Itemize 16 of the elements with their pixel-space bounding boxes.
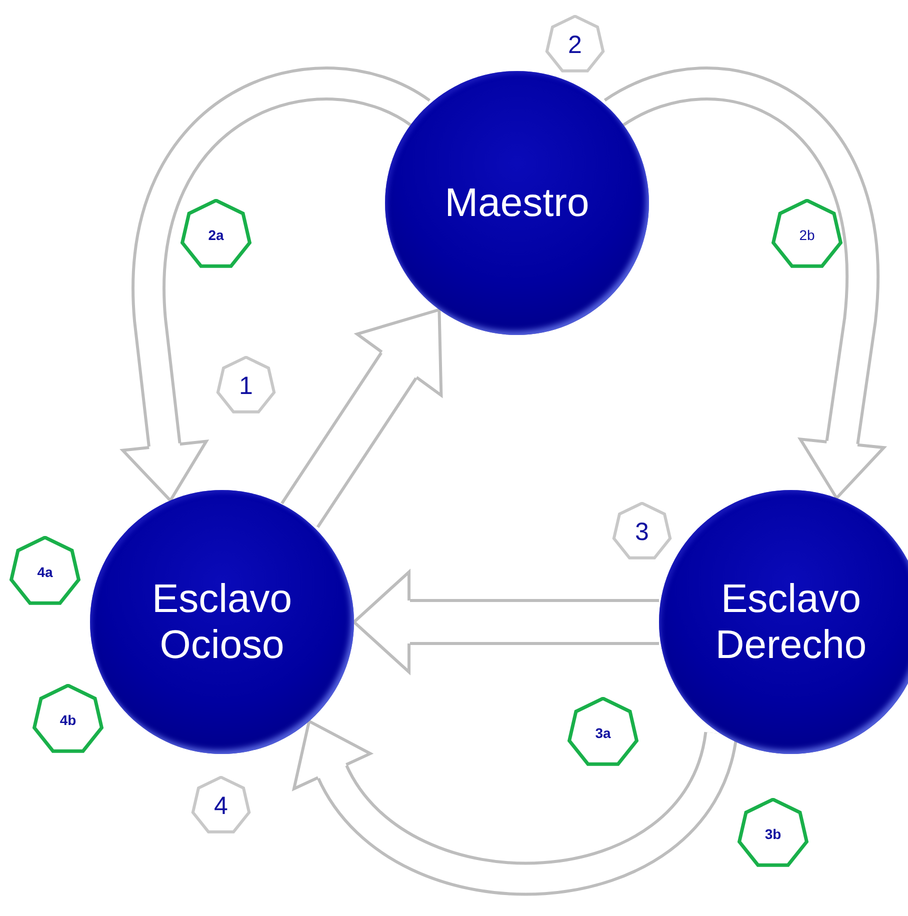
step-number: 4b [60,712,76,728]
curved-arrow [121,66,429,502]
node-label: Esclavo Ocioso [150,576,294,668]
step-number: 3a [595,725,611,741]
node-label: Maestro [444,180,590,226]
step-number: 3 [635,518,649,546]
step-number: 4a [37,564,53,580]
curved-arrow [605,66,886,500]
step-number: 3b [764,826,782,842]
step-number: 1 [239,372,253,400]
step-number: 4 [214,792,228,820]
step-number: 2b [799,227,815,243]
step-number: 2a [208,227,224,243]
step-number: 2 [568,30,582,60]
block-arrow [352,570,659,674]
node-label: Esclavo Derecho [714,576,868,668]
